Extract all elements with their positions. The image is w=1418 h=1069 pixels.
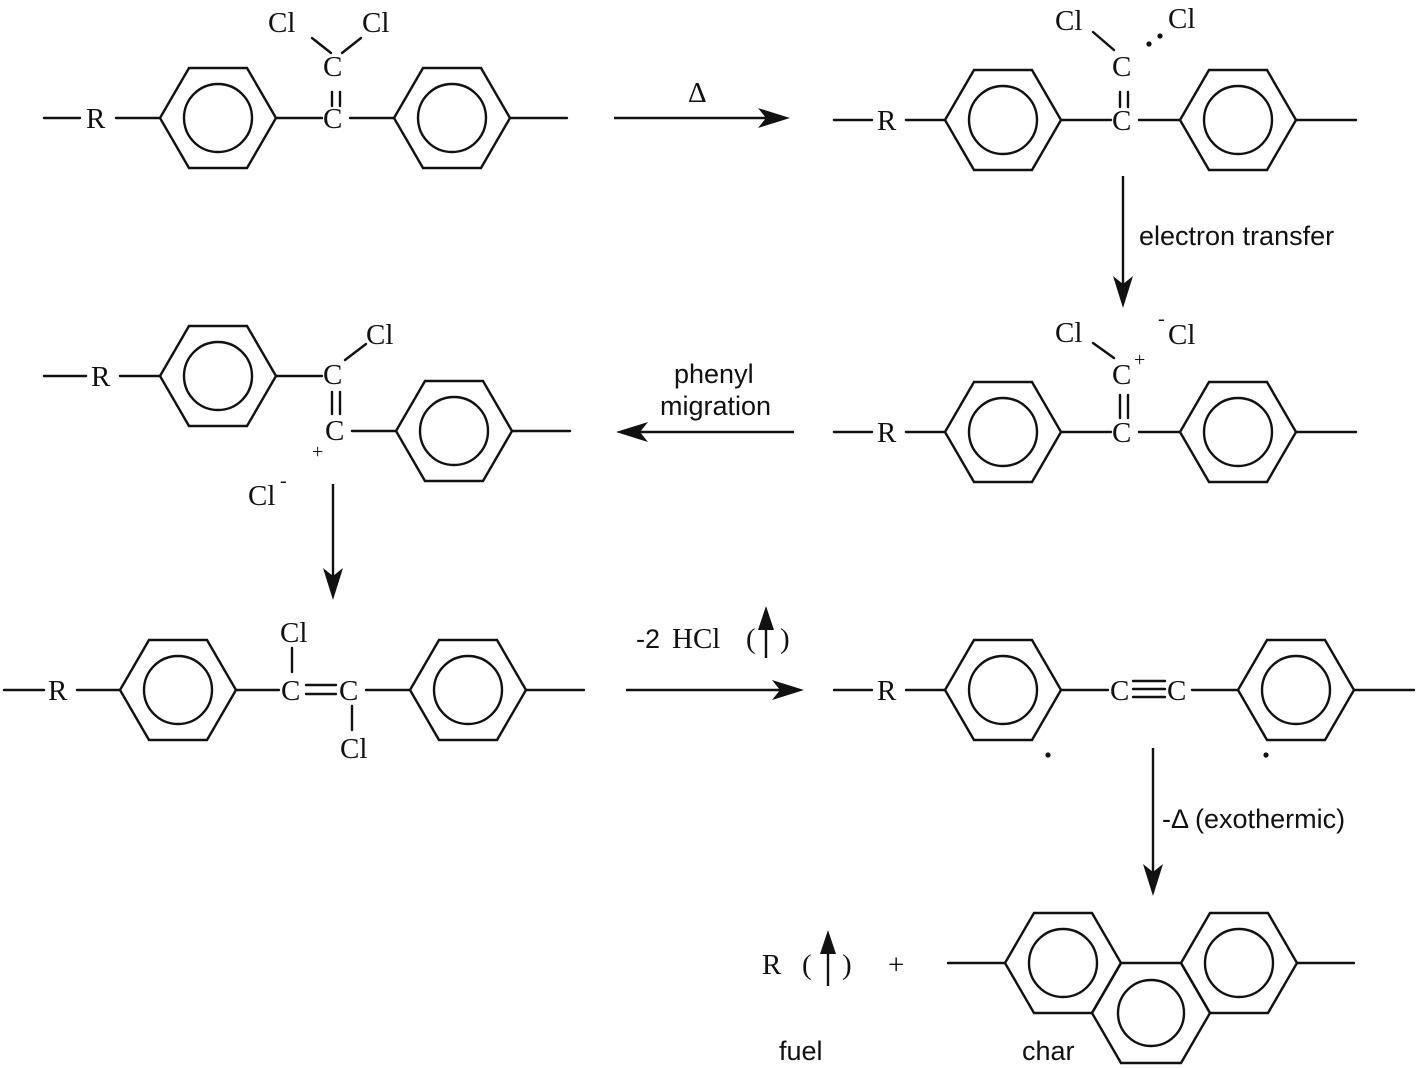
structure-2: R C C Cl Cl [832, 3, 1358, 172]
arrow-down-recombination [323, 484, 343, 600]
electron-transfer-label: electron transfer [1139, 221, 1334, 251]
bond [310, 36, 333, 55]
arrow-phenyl-migration: phenyl migration [616, 359, 794, 442]
bond [343, 342, 368, 362]
carbon-label: C [339, 675, 358, 707]
bond [340, 36, 363, 55]
carbon-label: C [1112, 417, 1131, 449]
chlorine-label: Cl [268, 7, 295, 39]
benzene-ring [1236, 638, 1356, 742]
carbocation-label: C [325, 415, 344, 447]
carbon-label: C [323, 359, 342, 391]
carbon-label: C [1112, 51, 1131, 83]
migration-label: migration [660, 391, 771, 421]
chlorine-label: Cl [340, 733, 367, 765]
arrow-hcl-elimination: -2 HCl ( ) [626, 606, 804, 700]
exothermic-label: -Δ (exothermic) [1162, 804, 1345, 834]
arrow-heat: Δ [614, 77, 790, 128]
positive-charge: + [1134, 349, 1145, 371]
chlorine-label: Cl [362, 7, 389, 39]
phenanthrene-ring-center [1090, 961, 1212, 1065]
r-group-label: R [762, 949, 782, 981]
carbon-label: C [1112, 105, 1131, 137]
benzene-ring [394, 379, 514, 483]
benzene-ring [1178, 68, 1298, 172]
benzene-ring [158, 324, 278, 428]
structure-5: R C Cl C Cl [2, 617, 586, 765]
paren-close: ) [842, 949, 852, 981]
chloride-label: Cl [248, 480, 275, 512]
negative-charge: - [280, 470, 287, 492]
structure-1: R C C Cl Cl [42, 7, 569, 170]
gas-evolution-arrow-icon [758, 606, 774, 658]
benzene-ring [1178, 380, 1298, 484]
fuel-label: fuel [779, 1036, 823, 1066]
r-group-label: R [877, 675, 897, 707]
benzene-ring [943, 380, 1063, 484]
radical-dot [1263, 752, 1269, 758]
hcl-label: HCl [672, 623, 720, 655]
structure-4: R C Cl C + Cl - [42, 319, 572, 512]
bond [1091, 30, 1116, 52]
carbon-label: C [1167, 675, 1186, 707]
benzene-ring [943, 638, 1063, 742]
structure-3: R C C + Cl - Cl [832, 308, 1358, 484]
minus-two-label: -2 [636, 624, 660, 654]
carbon-label: C [323, 51, 342, 83]
benzene-ring [408, 638, 528, 742]
phenyl-label: phenyl [674, 359, 754, 389]
carbon-label: C [323, 103, 342, 135]
paren-open: ( [746, 623, 756, 655]
char-product: char [946, 911, 1356, 1066]
phenanthrene-ring-left [1003, 911, 1123, 1015]
chlorine-label: Cl [1168, 3, 1195, 35]
chlorine-label: Cl [280, 617, 307, 649]
arrow-exothermic: -Δ (exothermic) [1143, 748, 1345, 896]
structure-6: R C C [832, 638, 1416, 758]
radical-dot [1045, 752, 1051, 758]
phenanthrene-ring-right [1179, 911, 1299, 1015]
paren-open: ( [802, 949, 812, 981]
benzene-ring [158, 66, 278, 170]
fuel-product: R ( ) fuel [762, 930, 852, 1066]
r-group-label: R [877, 417, 897, 449]
r-group-label: R [877, 105, 897, 137]
paren-close: ) [780, 623, 790, 655]
chlorine-label: Cl [366, 319, 393, 351]
r-group-label: R [86, 103, 106, 135]
char-label: char [1022, 1036, 1075, 1066]
r-group-label: R [91, 361, 111, 393]
heat-label: Δ [688, 77, 707, 109]
carbocation-label: C [1112, 359, 1131, 391]
radical-dot [1157, 33, 1163, 39]
chlorine-label: Cl [1055, 5, 1082, 37]
chlorine-label: Cl [1055, 317, 1082, 349]
r-group-label: R [48, 675, 68, 707]
benzene-ring [118, 638, 238, 742]
positive-charge: + [312, 441, 323, 463]
carbon-label: C [281, 675, 300, 707]
plus-sign: + [888, 949, 904, 981]
chloride-label: Cl [1168, 319, 1195, 351]
negative-charge: - [1158, 308, 1165, 330]
carbon-label: C [1110, 675, 1129, 707]
gas-evolution-arrow-icon [820, 930, 836, 986]
bond [1091, 341, 1116, 360]
benzene-ring [943, 68, 1063, 172]
radical-dot [1146, 41, 1152, 47]
benzene-ring [392, 66, 512, 170]
arrow-electron-transfer: electron transfer [1113, 176, 1334, 308]
